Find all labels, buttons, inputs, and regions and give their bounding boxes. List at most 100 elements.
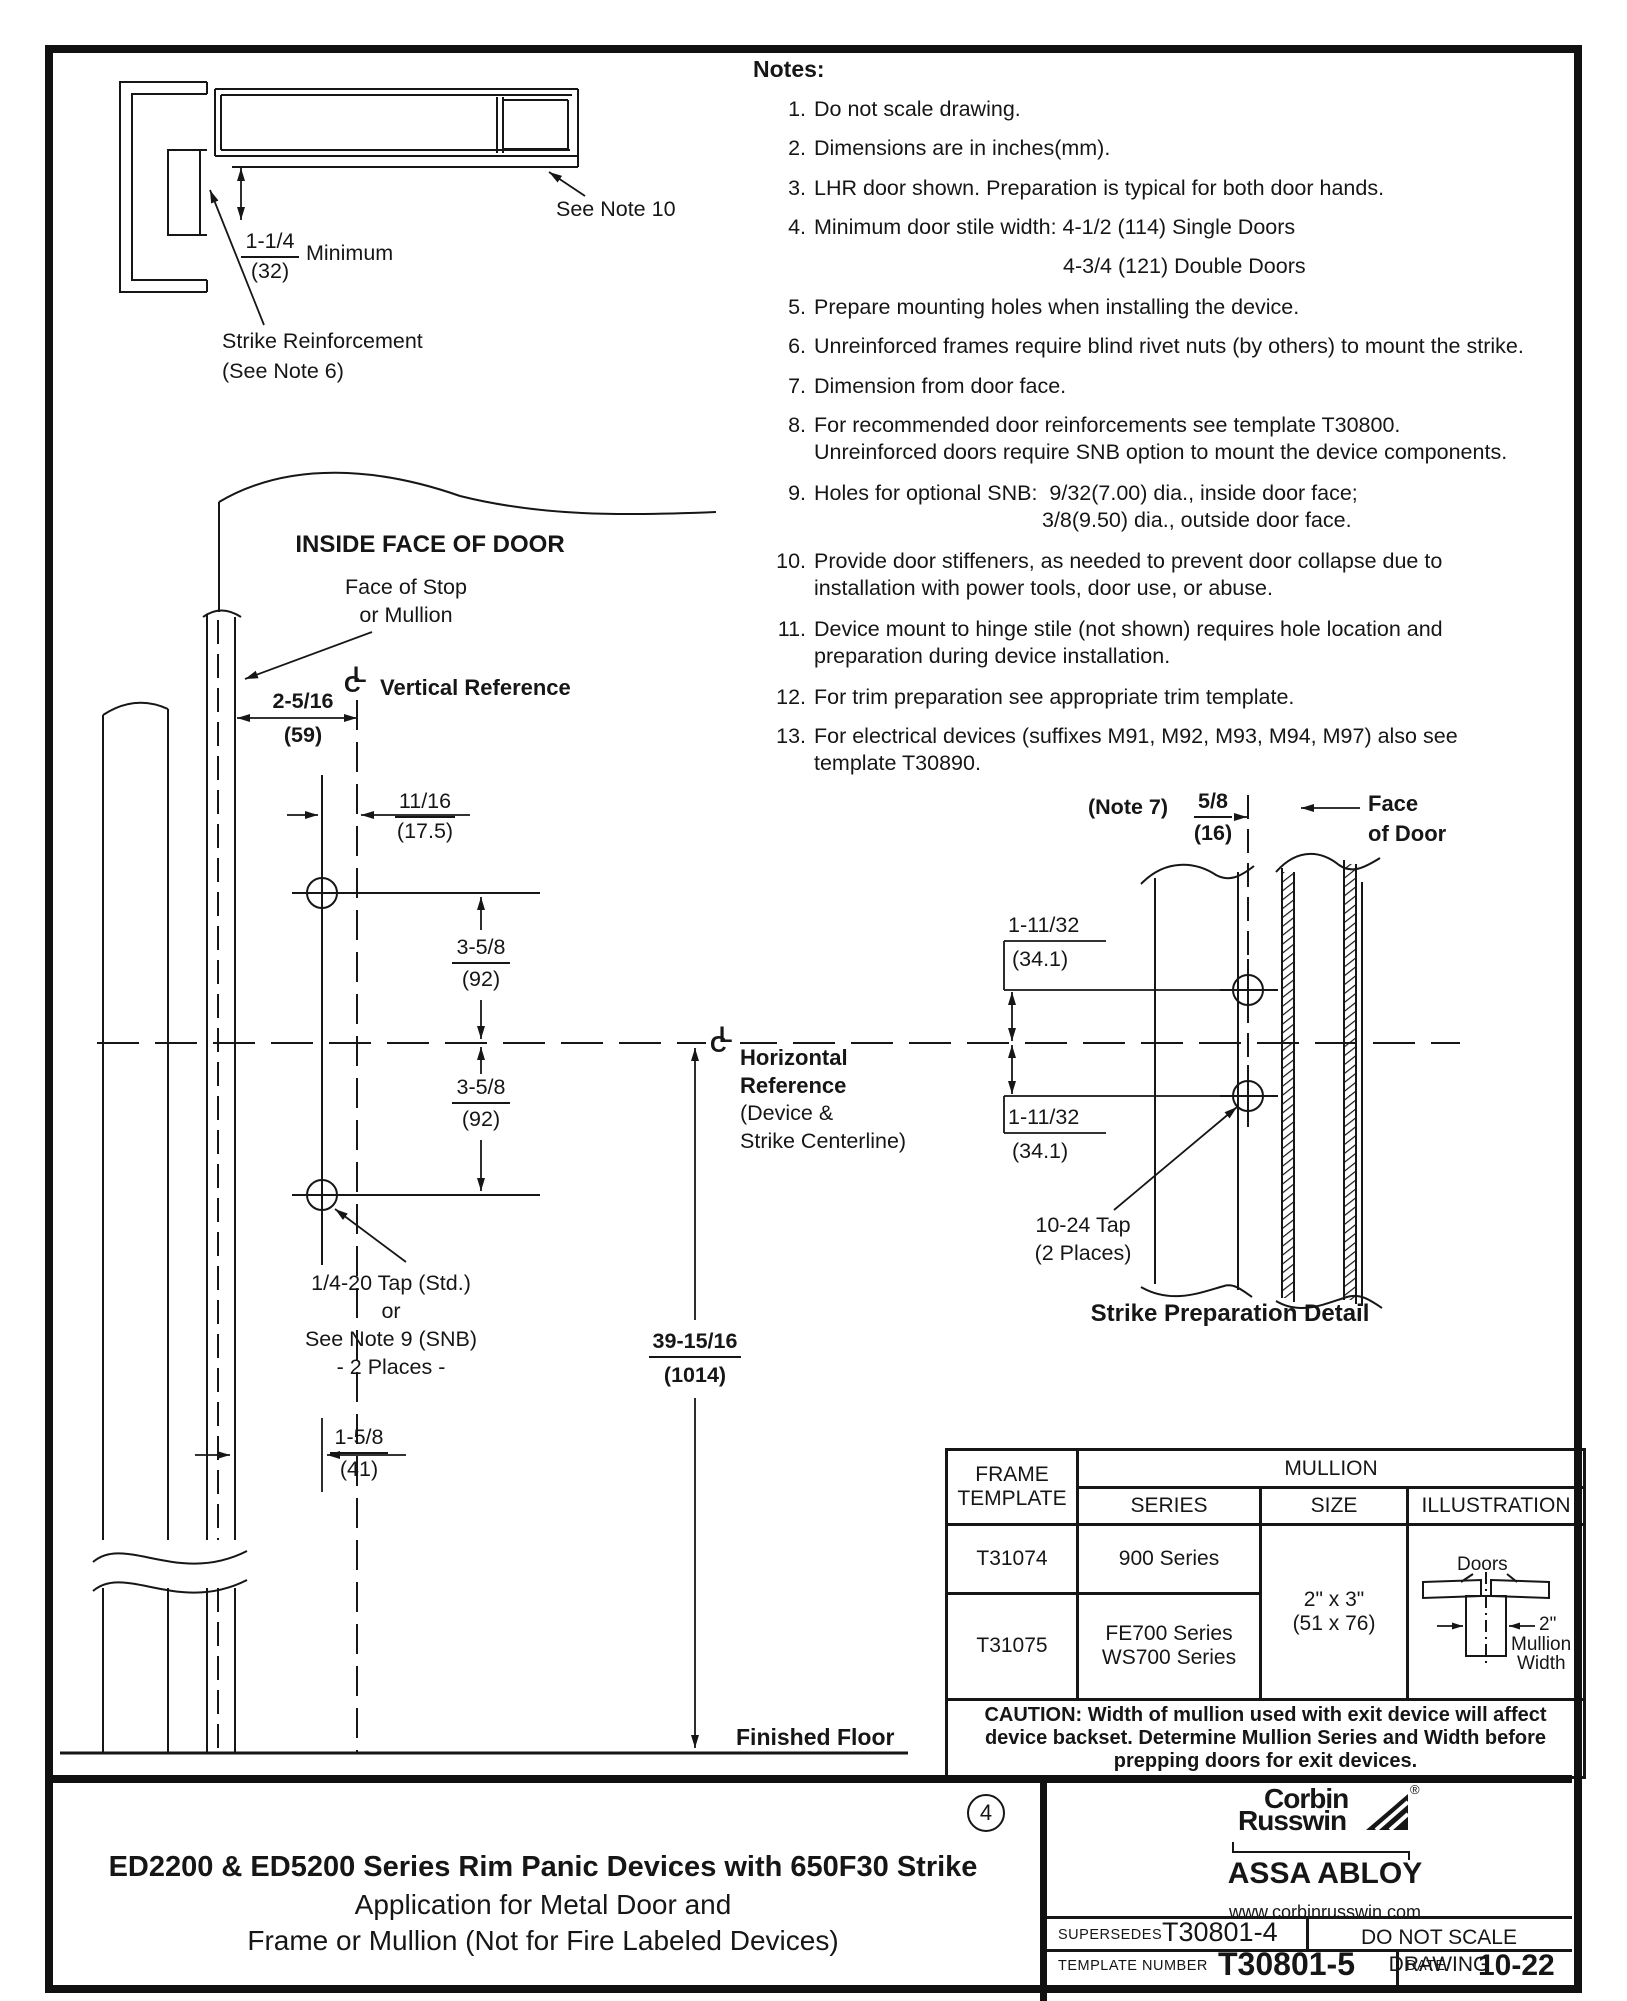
note-text: Dimension from door face. [814,374,1067,398]
note-number: 8. [788,413,806,437]
mullion-width-label-2: Width [1517,1653,1566,1674]
centerline-symbol-bg [706,1024,740,1062]
row-divider-1 [1047,1916,1572,1919]
note-8: 8.For recommended door reinforcements se… [788,412,1554,466]
tap-note-line-1: 1/4-20 Tap (Std.) [311,1271,471,1295]
note-number: 7. [788,374,806,398]
note-6: 6. Unreinforced frames require blind rive… [788,333,1574,360]
assa-abloy-logo: ASSA ABLOY [1227,1857,1423,1890]
face-of-door-label-1: Face [1368,791,1419,816]
strike-preparation-detail-caption: Strike Preparation Detail [1090,1300,1370,1327]
caution-text: CAUTION: Width of mullion used with exit… [945,1698,1586,1779]
title-block-divider [53,1775,1572,1783]
note-text: LHR door shown. Preparation is typical f… [814,176,1385,200]
title-line-2: Application for Metal Door and [354,1889,732,1920]
note-text: Holes for optional SNB: 9/32(7.00) dia.,… [814,481,1358,505]
note-number: 4. [788,215,806,239]
note-number: 12. [776,685,806,709]
door-top-section [214,88,579,168]
note-text: For trim preparation see appropriate tri… [814,685,1295,709]
mounting-holes [292,862,540,1226]
brand-name-1: Corbin [1264,1783,1349,1814]
logo-hatch-flag [1366,1794,1410,1832]
doors-label: Doors [1457,1554,1508,1575]
dim-1-11-32-lower: 1-11/32 [1008,1105,1080,1129]
face-of-stop-label-2: or Mullion [359,603,453,627]
note-12: 12. For trim preparation see appropriate … [776,684,1534,711]
frame-template-t31075: T31075 [945,1591,1079,1702]
dim-2-5-16: 2-5/16 [272,689,334,713]
template-number-value: T30801-5 [1218,1946,1355,1982]
dim-1014-mm: (1014) [663,1363,727,1387]
do-not-scale-label: DO NOT SCALE DRAWING [1361,1926,1523,1976]
note-text: Prepare mounting holes when installing t… [814,295,1300,319]
title-block-vertical-divider [1040,1775,1047,2001]
dim-59-mm: (59) [283,723,323,747]
note-text: Unreinforced frames require blind rivet … [814,334,1524,358]
note-text: Dimensions are in inches(mm). [814,136,1111,160]
note-7: 7. Dimension from door face. [788,373,1534,400]
note-number: 13. [776,724,806,748]
note-11: 11.Device mount to hinge stile (not show… [778,616,1534,670]
dim-92-upper: (92) [461,967,501,991]
horizontal-reference-label-4: Strike Centerline) [740,1129,907,1153]
note-2: 2. Dimensions are in inches(mm). [788,135,1534,162]
template-number-label: TEMPLATE NUMBER [1058,1958,1208,1974]
note-number: 6. [788,334,806,358]
note-number: 5. [788,295,806,319]
dim-34-1-upper: (34.1) [1012,947,1069,971]
strike-detail-door [1275,853,1383,1309]
page-border [45,45,1582,1993]
sheet-number-badge: 4 [967,1794,1005,1832]
dim-value: 1-1/4 [241,228,299,258]
note-7-ref-label: (Note 7) [1088,795,1169,819]
tap-note-line-4: - 2 Places - [336,1355,446,1379]
horizontal-reference-label-2: Reference [740,1073,847,1098]
face-of-stop-label-1: Face of Stop [345,575,467,599]
tap-10-24-label-2: (2 Places) [1034,1241,1132,1265]
series-header: SERIES [1076,1486,1262,1526]
note-text: Do not scale drawing. [814,97,1021,121]
supersedes-label: SUPERSEDES [1058,1927,1163,1943]
note-10: 10.Provide door stiffeners, as needed to… [776,548,1534,602]
minimum-label: Minimum [306,241,394,265]
dim-92-lower: (92) [461,1107,501,1131]
horizontal-reference-label-3: (Device & [740,1101,834,1125]
mullion-width-dim: 2" [1539,1614,1557,1635]
supersedes-value: T30801-4 [1162,1917,1278,1947]
cell-divider-1 [1306,1916,1309,1949]
dim-1-5-8: 1-5/8 [326,1424,392,1454]
dim-39-15-16: 39-15/16 [643,1328,747,1358]
elevation-dimensions [195,631,699,1748]
note-13: 13. For electrical devices (suffixes M91,… [776,723,1534,777]
finished-floor-label: Finished Floor [736,1724,895,1750]
note-4-continuation: 4-3/4 (121) Double Doors [1063,254,1306,278]
note-text: Provide door stiffeners, as needed to pr… [814,549,1443,600]
note-text: Device mount to hinge stile (not shown) … [814,617,1443,668]
note-number: 2. [788,136,806,160]
detail-arrows [209,168,586,326]
date-label: DATE [1406,1958,1446,1974]
vertical-reference-label: Vertical Reference [380,675,571,700]
note-3: 3.LHR door shown. Preparation is typical… [788,175,1534,202]
illustration-header: ILLUSTRATION [1406,1486,1586,1526]
note-number: 9. [788,481,806,505]
note-5: 5. Prepare mounting holes when installing… [788,294,1534,321]
dim-32-mm: (32) [250,259,290,283]
strike-dimensions [1003,804,1360,1211]
dim-17-5-mm: (17.5) [396,819,454,843]
logo-bracket [1232,1842,1410,1860]
inside-face-of-door-label: INSIDE FACE OF DOOR [295,531,565,558]
mullion-illustration-drawing [1422,1572,1550,1668]
series-900: 900 Series [1076,1523,1262,1595]
note-text: Minimum door stile width: 4-1/2 (114) Si… [814,215,1296,239]
date-value: 10-22 [1478,1949,1555,1982]
door-elevation [92,471,717,1753]
mullion-size-value: 2" x 3" (51 x 76) [1259,1523,1409,1701]
note-text: For electrical devices (suffixes M91, M9… [814,724,1458,775]
mullion-illustration: Doors 2" Mullion Width [1406,1523,1586,1701]
note-number: 1. [788,97,806,121]
tap-note-line-2: or [381,1299,401,1323]
